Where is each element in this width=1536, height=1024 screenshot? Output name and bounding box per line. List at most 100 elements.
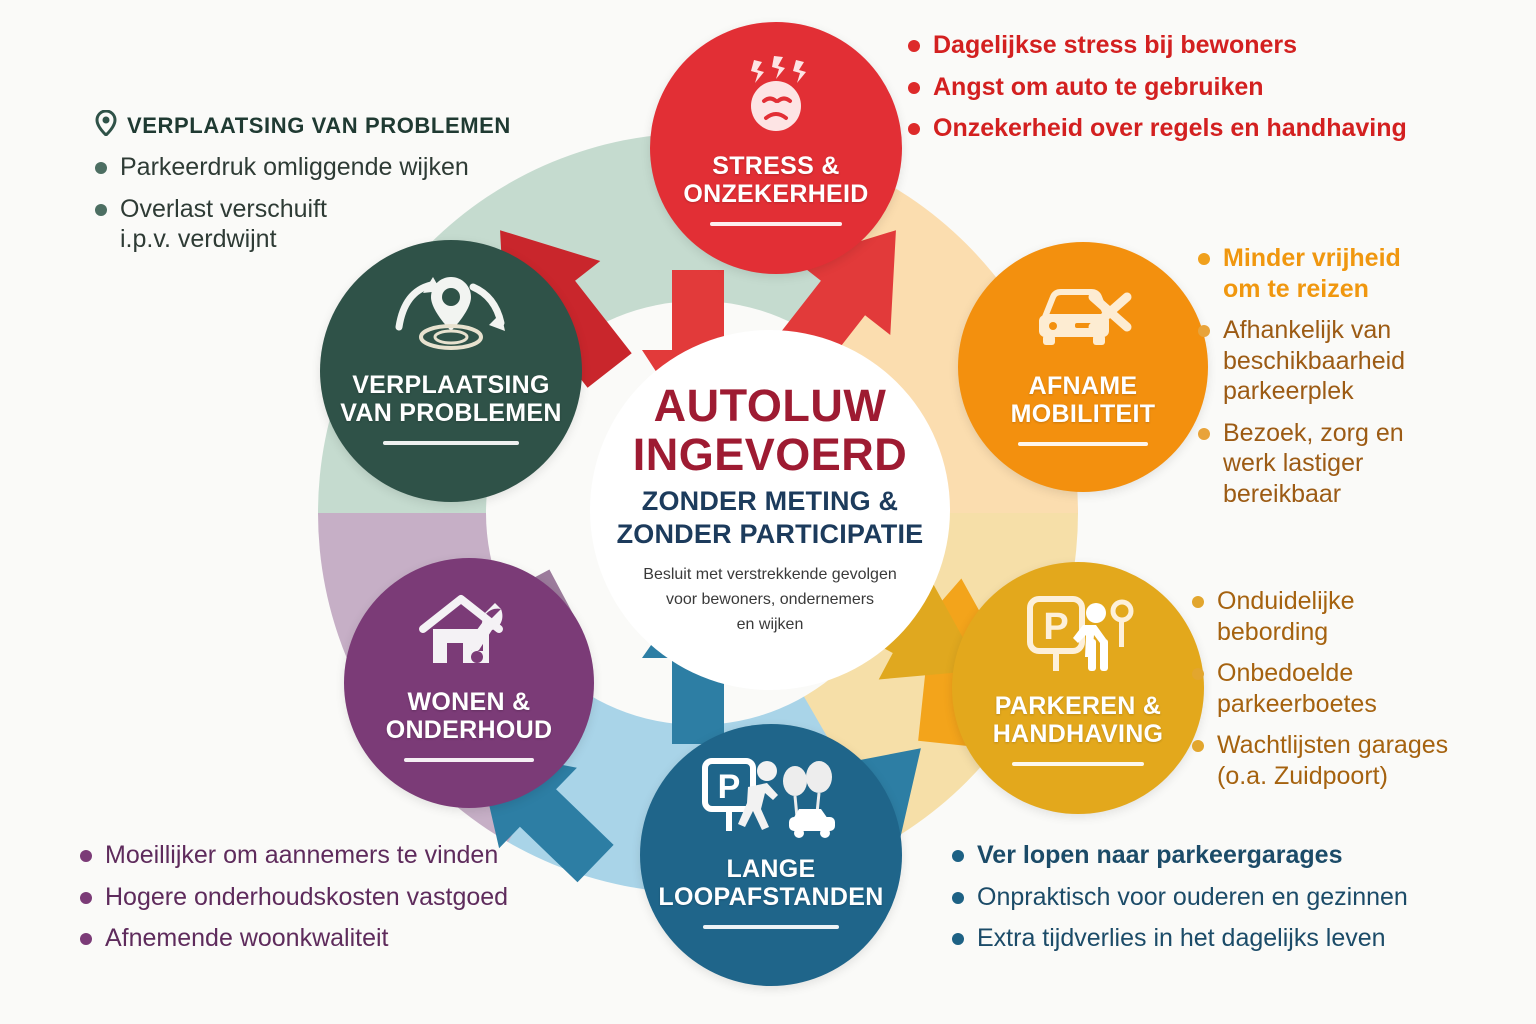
list-item-text: Hogere onderhoudskosten vastgoed xyxy=(105,882,509,911)
bullet-dot xyxy=(1192,596,1204,608)
node-afname[interactable]: AFNAME MOBILITEIT xyxy=(958,242,1208,492)
node-stress-label: STRESS & ONZEKERHEID xyxy=(673,152,878,208)
text-block-lange: Ver lopen naar parkeergarages Onpraktisc… xyxy=(952,840,1408,965)
list-item: Hogere onderhoudskosten vastgoed xyxy=(80,882,508,913)
list-item-text: Ver lopen naar parkeergarages xyxy=(977,841,1343,869)
node-parkeren-line1: PARKEREN & xyxy=(994,692,1162,721)
svg-text:P: P xyxy=(718,768,741,806)
hub-title-line1: AUTOLUW xyxy=(653,380,887,432)
list-item: Onbedoelde parkeerboetes xyxy=(1192,658,1448,719)
node-verplaatsing-line1: VERPLAATSING xyxy=(352,371,550,400)
text-block-lange-list: Ver lopen naar parkeergarages Onpraktisc… xyxy=(952,840,1408,954)
parking-pedestrian-balloons-car-icon: P xyxy=(701,755,841,841)
hub-subtitle-line2: ZONDER PARTICIPATIE xyxy=(616,519,924,550)
list-item: Afnemende woonkwaliteit xyxy=(80,923,508,954)
bullet-dot xyxy=(908,123,920,135)
text-block-afname: Minder vrijheid om te reizen Afhankelijk… xyxy=(1198,243,1405,520)
node-stress-rule xyxy=(710,222,842,227)
list-item-text: Wachtlijsten garages (o.a. Zuidpoort) xyxy=(1217,731,1449,790)
house-wrench-icon xyxy=(417,588,521,674)
list-item-text: Parkeerdruk omliggende wijken xyxy=(120,153,469,181)
list-item: Overlast verschuift i.p.v. verdwijnt xyxy=(95,194,511,255)
list-item: Extra tijdverlies in het dagelijks leven xyxy=(952,923,1408,954)
hub-title-line2: INGEVOERD xyxy=(632,428,908,480)
node-lange-line1: LANGE xyxy=(726,855,816,884)
node-parkeren-rule xyxy=(1012,762,1144,767)
text-block-verplaatsing: VERPLAATSING VAN PROBLEMEN Parkeerdruk o… xyxy=(95,109,511,266)
node-parkeren-label: PARKEREN & HANDHAVING xyxy=(983,692,1174,748)
node-wonen-label: WONEN & ONDERHOUD xyxy=(376,688,563,744)
parking-sign-pedestrian-icon: P xyxy=(1022,592,1134,678)
list-item-text: Angst om auto te gebruiken xyxy=(933,72,1264,101)
list-item-text: Afhankelijk van beschikbaarheid parkeerp… xyxy=(1223,316,1406,405)
text-block-verplaatsing-heading: VERPLAATSING VAN PROBLEMEN xyxy=(95,109,511,142)
text-block-verplaatsing-list: Parkeerdruk omliggende wijken Overlast v… xyxy=(95,152,511,255)
list-item-text: Onduidelijke bebording xyxy=(1217,587,1355,646)
location-pin-arrows-icon xyxy=(391,271,511,357)
center-hub: AUTOLUW INGEVOERD ZONDER METING & ZONDER… xyxy=(590,330,950,690)
node-afname-line1: AFNAME xyxy=(1028,372,1138,400)
node-stress-line2: ONZEKERHEID xyxy=(683,180,869,209)
list-item: Dagelijkse stress bij bewoners xyxy=(908,30,1407,61)
bullet-dot xyxy=(1198,325,1210,337)
svg-text:P: P xyxy=(1043,606,1068,648)
node-verplaatsing-line2: VAN PROBLEMEN xyxy=(340,399,562,428)
hub-description-line1: Besluit met verstrekkende gevolgen xyxy=(643,566,897,584)
bullet-dot xyxy=(908,40,920,52)
hub-subtitle-line1: ZONDER METING & xyxy=(641,486,899,517)
list-item-text: Moeillijker om aannemers te vinden xyxy=(105,841,499,869)
location-pin-icon xyxy=(95,109,117,142)
bullet-dot xyxy=(908,81,920,94)
list-item: Ver lopen naar parkeergarages xyxy=(952,840,1408,871)
node-parkeren[interactable]: P PARKEREN & HANDHAVING xyxy=(952,562,1204,814)
node-stress-line1: STRESS & xyxy=(712,152,840,181)
node-stress[interactable]: STRESS & ONZEKERHEID xyxy=(650,22,902,274)
node-parkeren-line2: HANDHAVING xyxy=(992,720,1164,749)
text-block-parkeren: Onduidelijke bebording Onbedoelde parkee… xyxy=(1192,586,1448,802)
list-item-text: Onzekerheid over regels en handhaving xyxy=(933,114,1407,142)
node-lange[interactable]: P LANGE LOOPAFSTANDEN xyxy=(640,724,902,986)
node-verplaatsing[interactable]: VERPLAATSING VAN PROBLEMEN xyxy=(320,240,582,502)
hub-description: Besluit met verstrekkende gevolgen voor … xyxy=(643,563,896,637)
node-verplaatsing-rule xyxy=(382,441,520,446)
text-block-stress-list: Dagelijkse stress bij bewoners Angst om … xyxy=(908,30,1407,144)
list-item: Onpraktisch voor ouderen en gezinnen xyxy=(952,882,1408,913)
hub-description-line2: voor bewoners, ondernemers xyxy=(665,591,875,609)
text-block-verplaatsing-heading-label: VERPLAATSING VAN PROBLEMEN xyxy=(127,113,511,138)
bullet-dot xyxy=(1198,427,1210,440)
list-item-text: Onbedoelde parkeerboetes xyxy=(1217,659,1377,718)
text-block-wonen: Moeillijker om aannemers te vinden Hoger… xyxy=(80,840,508,965)
node-lange-line2: LOOPAFSTANDEN xyxy=(658,883,884,912)
node-wonen-line2: ONDERHOUD xyxy=(385,716,553,744)
bullet-dot xyxy=(952,850,964,862)
list-item: Bezoek, zorg en werk lastiger bereikbaar xyxy=(1198,418,1405,510)
list-item-text: Minder vrijheid om te reizen xyxy=(1223,244,1401,303)
text-block-afname-list: Minder vrijheid om te reizen Afhankelijk… xyxy=(1198,243,1405,509)
node-lange-label: LANGE LOOPAFSTANDEN xyxy=(648,855,893,911)
node-wonen[interactable]: WONEN & ONDERHOUD xyxy=(344,558,594,808)
bullet-dot xyxy=(80,850,92,862)
node-wonen-rule xyxy=(404,758,534,762)
list-item: Wachtlijsten garages (o.a. Zuidpoort) xyxy=(1192,730,1448,791)
list-item: Moeillijker om aannemers te vinden xyxy=(80,840,508,871)
text-block-stress: Dagelijkse stress bij bewoners Angst om … xyxy=(908,30,1407,155)
node-wonen-line1: WONEN & xyxy=(407,688,531,716)
list-item: Minder vrijheid om te reizen xyxy=(1198,243,1405,304)
hub-description-line3: en wijken xyxy=(736,615,804,633)
bullet-dot xyxy=(1192,668,1204,680)
bullet-dot xyxy=(1192,740,1204,752)
bullet-dot xyxy=(952,891,964,904)
node-afname-line2: MOBILITEIT xyxy=(1010,400,1156,428)
list-item-text: Extra tijdverlies in het dagelijks leven xyxy=(977,924,1386,952)
node-verplaatsing-label: VERPLAATSING VAN PROBLEMEN xyxy=(330,371,572,427)
list-item-text: Bezoek, zorg en werk lastiger bereikbaar xyxy=(1223,418,1404,508)
bullet-dot xyxy=(95,162,107,174)
list-item: Onduidelijke bebording xyxy=(1192,586,1448,647)
text-block-parkeren-list: Onduidelijke bebording Onbedoelde parkee… xyxy=(1192,586,1448,791)
bullet-dot xyxy=(80,891,92,904)
list-item-text: Afnemende woonkwaliteit xyxy=(105,924,389,952)
node-afname-label: AFNAME MOBILITEIT xyxy=(1001,372,1166,428)
text-block-wonen-list: Moeillijker om aannemers te vinden Hoger… xyxy=(80,840,508,954)
bullet-dot xyxy=(95,203,107,216)
